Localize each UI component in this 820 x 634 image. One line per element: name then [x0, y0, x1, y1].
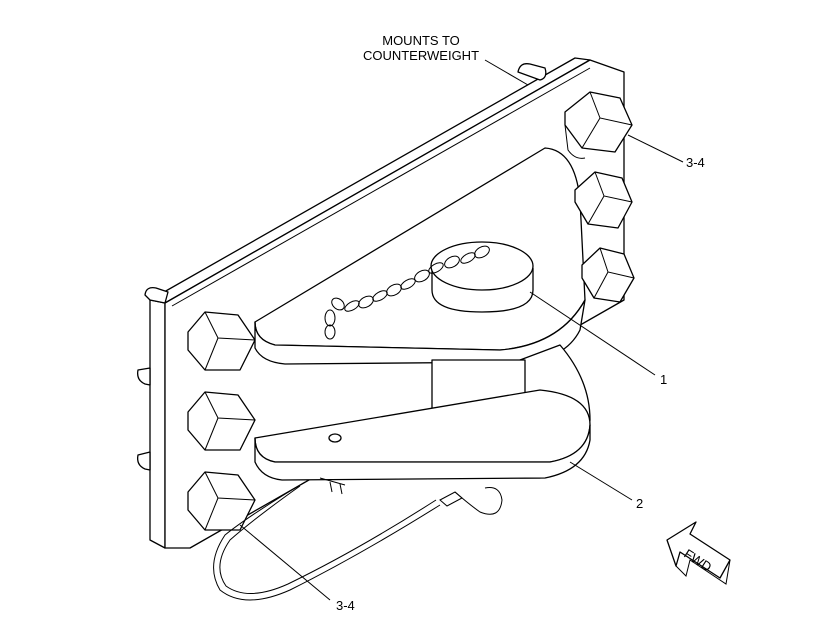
mounting-studs: [137, 63, 547, 471]
bolts-right: [564, 91, 635, 303]
fwd-arrow-icon: FWD: [666, 521, 731, 585]
callout-hitch: 2: [636, 496, 644, 511]
bolt-right-mid: [574, 171, 633, 229]
leader-bolts-upper: [627, 134, 684, 163]
leader-mounts: [484, 59, 529, 86]
leader-pin: [529, 291, 656, 376]
pin-head: [430, 241, 534, 313]
callout-mounts-line2: COUNTERWEIGHT: [362, 48, 480, 63]
bolt-left-bot: [187, 471, 256, 531]
bolt-left-mid: [187, 391, 256, 451]
callout-mounts: MOUNTS TO COUNTERWEIGHT: [356, 33, 486, 63]
callout-pin: 1: [660, 372, 668, 387]
callout-bolts-upper: 3-4: [686, 155, 705, 170]
bolt-left-top: [187, 311, 256, 371]
lanyard-wire: [213, 477, 503, 601]
leader-hitch: [569, 461, 633, 501]
bolts-left: [187, 311, 256, 531]
bolt-right-top: [564, 91, 633, 159]
callout-mounts-line1: MOUNTS TO: [382, 33, 460, 48]
chain: [324, 245, 490, 340]
callout-bolts-lower: 3-4: [336, 598, 355, 613]
lower-body: [254, 344, 591, 481]
leader-lines: [239, 59, 684, 601]
bolt-right-low: [581, 247, 635, 303]
leader-bolts-lower: [239, 524, 331, 601]
